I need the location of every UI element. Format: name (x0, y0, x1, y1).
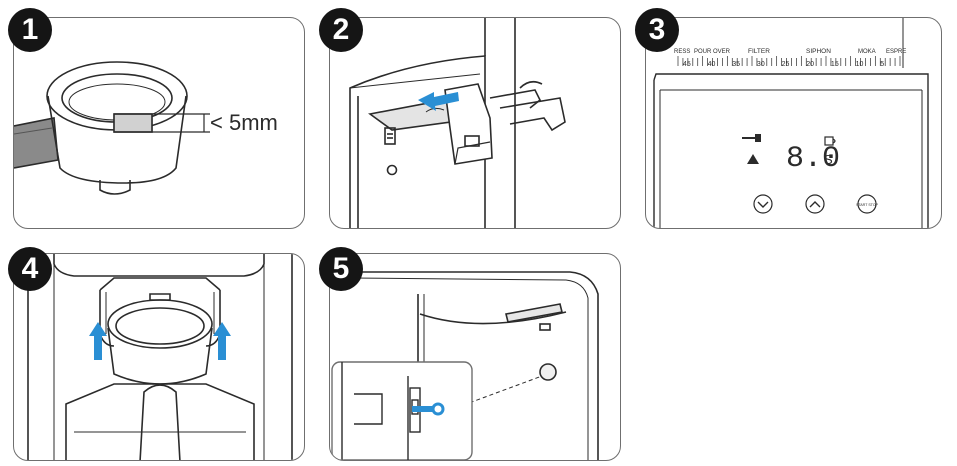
step-1-panel: < 5mm (13, 17, 305, 229)
portafilter-measure-illustration: < 5mm (14, 61, 278, 195)
scale-number: 15 (831, 61, 839, 68)
cup-icon (824, 136, 836, 146)
display-time: 8.0 (786, 142, 840, 176)
step-5-panel (329, 253, 621, 461)
pin-arrow (412, 402, 445, 416)
up-arrow-right (213, 322, 231, 360)
up-button[interactable] (805, 194, 825, 214)
portafilter-holder-illustration (27, 254, 293, 460)
scale-label-espre: ESPRE (886, 49, 906, 55)
scale-number: 10 (856, 61, 864, 68)
start-stop-button[interactable]: START STOP (856, 194, 879, 214)
step-3-panel: RESS POUR OVER FILTER SIPHON MOKA ESPRE … (645, 17, 942, 229)
scale-label-filter: FILTER (748, 48, 770, 55)
step-badge-5: 5 (319, 247, 363, 291)
step-badge-1: 1 (8, 8, 52, 52)
up-chevron (809, 201, 821, 208)
reset-button-illustration (331, 271, 599, 460)
scale-number: 25 (782, 61, 790, 68)
measurement-label: < 5mm (210, 110, 278, 135)
left-arrow (418, 92, 459, 111)
scale-label-ress: RESS (674, 49, 690, 55)
step-badge-4: 4 (8, 247, 52, 291)
step-4-panel (13, 253, 305, 461)
step-badge-3: 3 (635, 8, 679, 52)
chute-removal-illustration (349, 18, 566, 228)
step-badge-2: 2 (319, 8, 363, 52)
grind-dial-illustration: RESS POUR OVER FILTER SIPHON MOKA ESPRE … (653, 18, 929, 228)
up-arrow-left (89, 322, 107, 360)
scale-label-pour-over: POUR OVER (694, 49, 731, 55)
scale-number: 35 (732, 61, 740, 68)
down-button[interactable] (753, 194, 773, 214)
warning-icon (747, 154, 759, 164)
scale-number: 45 (683, 61, 691, 68)
grind-scale: RESS POUR OVER FILTER SIPHON MOKA ESPRE … (674, 48, 906, 68)
scale-number: 40 (708, 61, 716, 68)
scale-number: 20 (806, 61, 814, 68)
grinder-icon (742, 134, 761, 142)
display-unit: S (824, 152, 833, 167)
step-2-panel (329, 17, 621, 229)
down-chevron (757, 201, 769, 208)
scale-label-moka: MOKA (858, 49, 876, 55)
scale-label-siphon: SIPHON (806, 48, 831, 55)
start-stop-label: START STOP (856, 203, 879, 207)
scale-number: 30 (757, 61, 765, 68)
scale-number: 5 (880, 61, 884, 68)
